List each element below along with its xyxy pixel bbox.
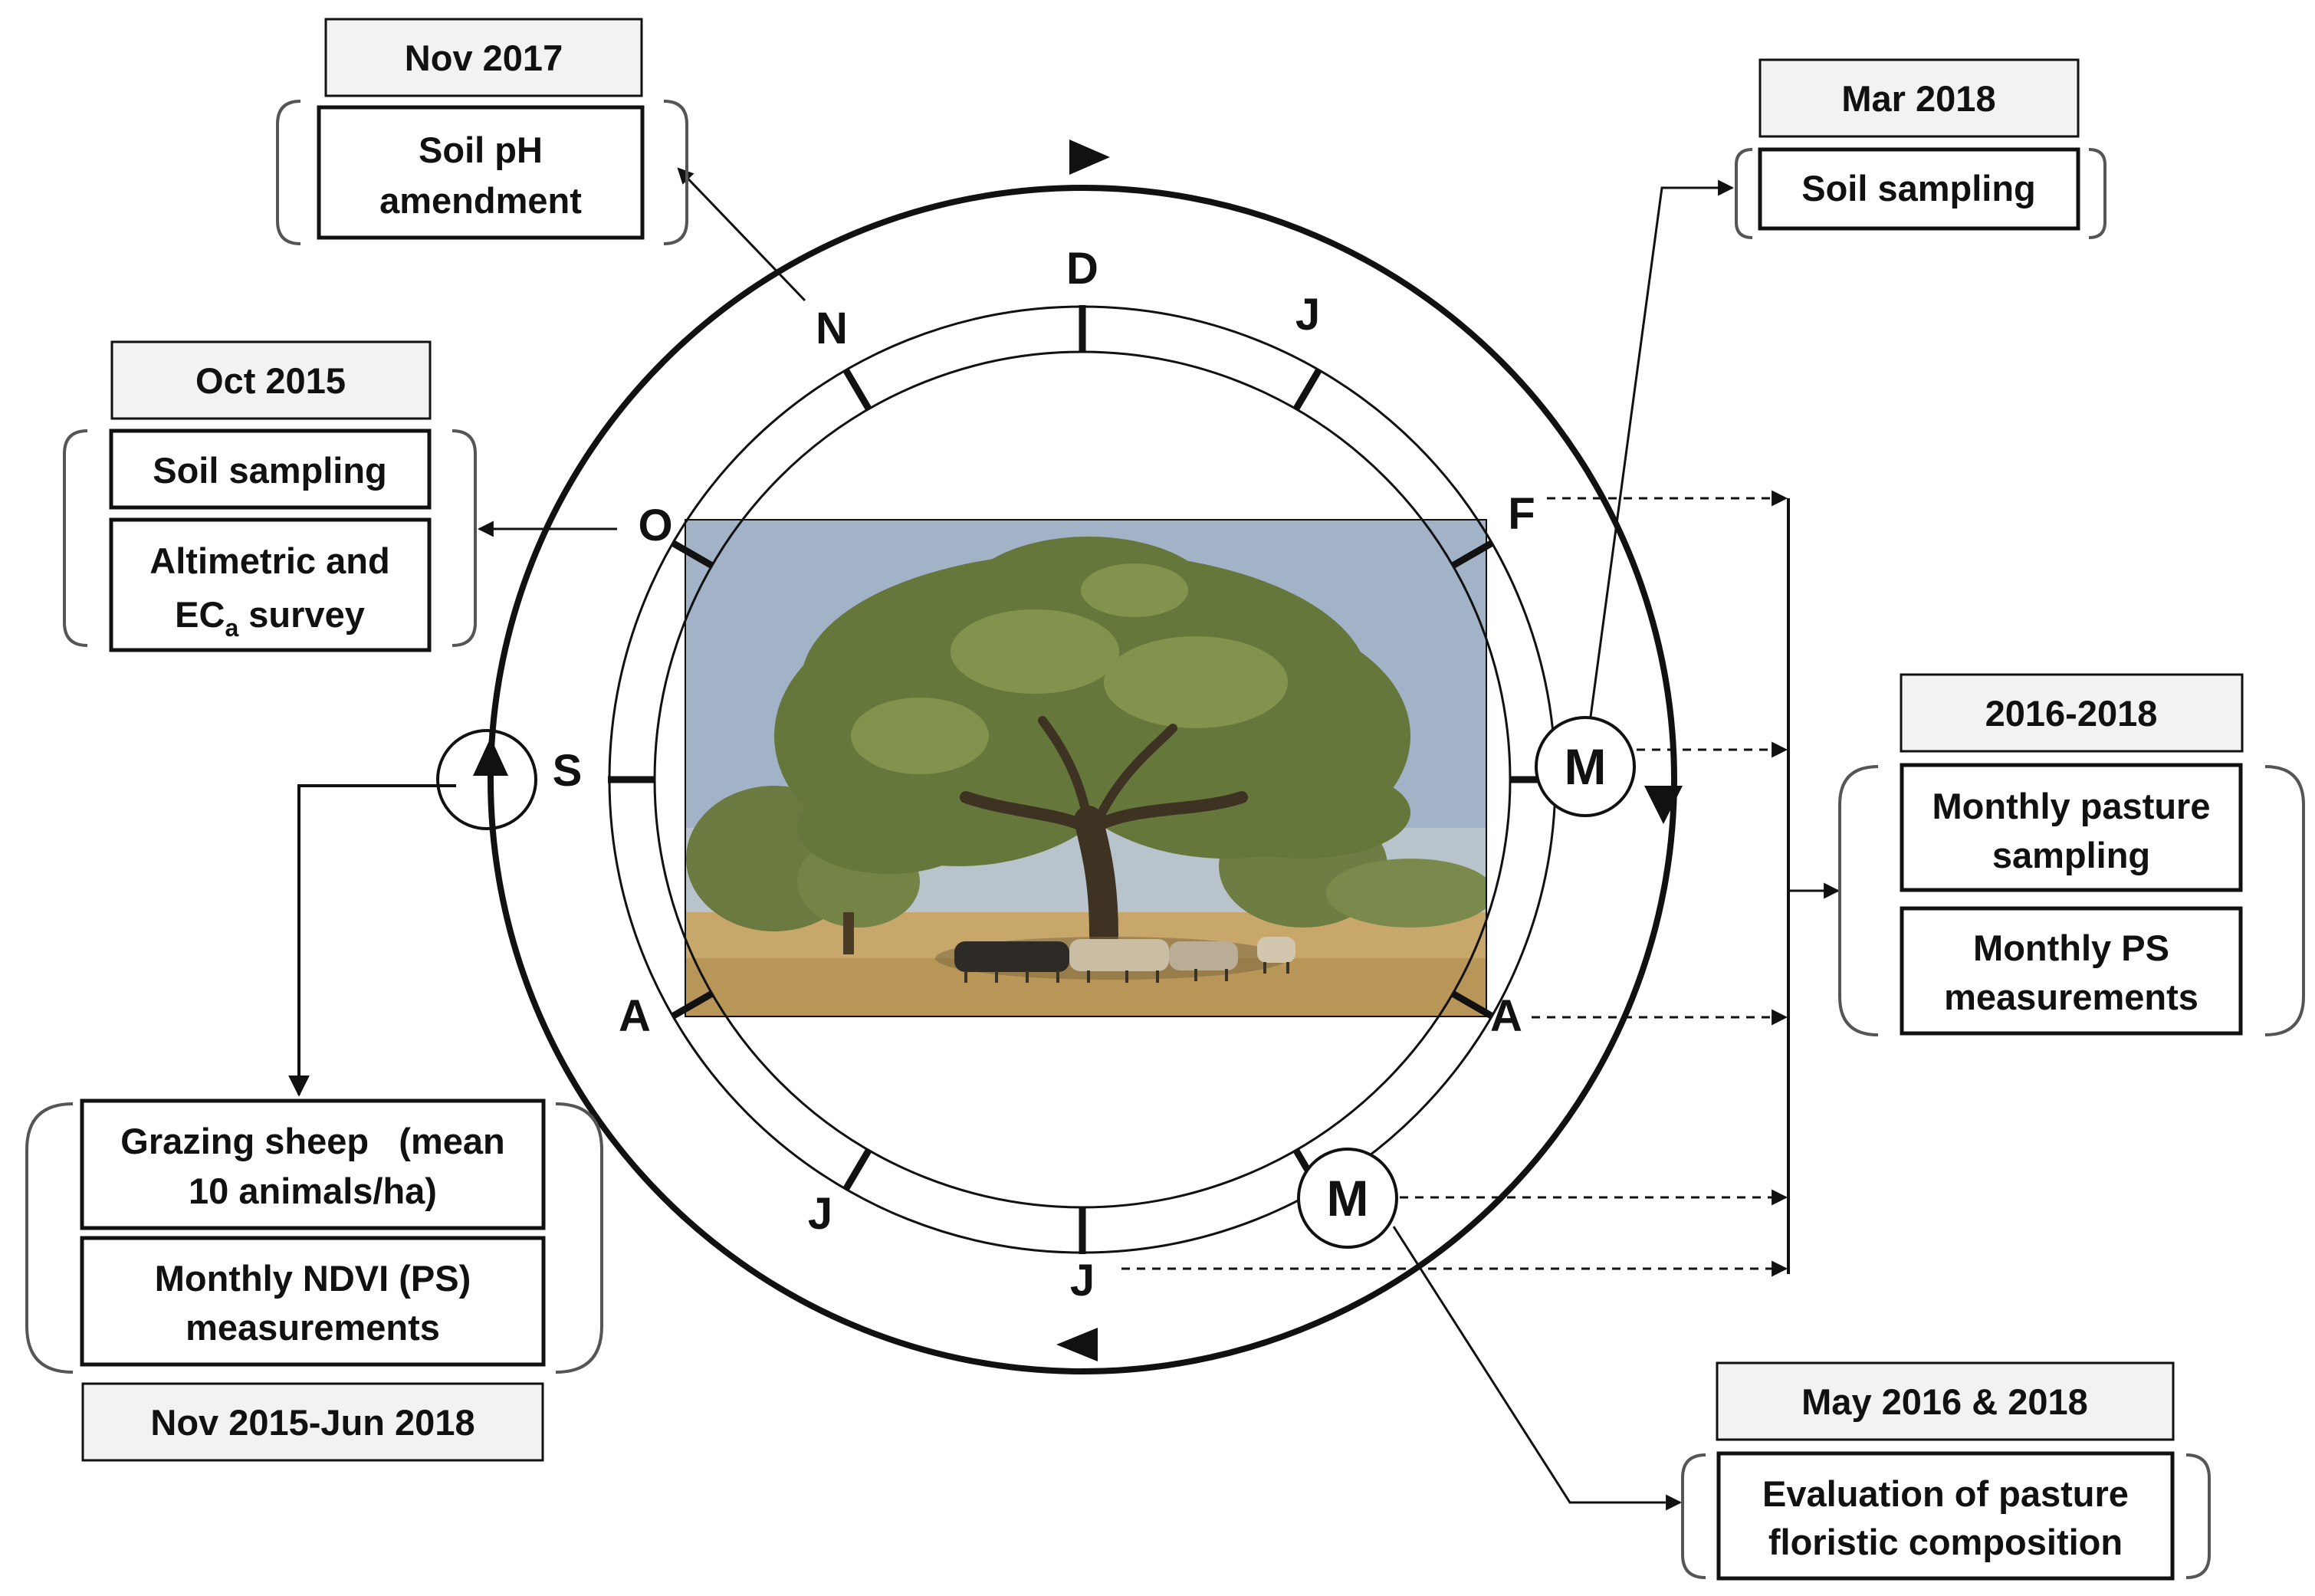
header-nov-2017 bbox=[324, 18, 643, 97]
month-label-december: D bbox=[1066, 244, 1098, 294]
arrow-head-left bbox=[473, 737, 508, 776]
footer-nov-2015-jun-2018-text: Nov 2015-Jun 2018 bbox=[150, 1402, 474, 1443]
box-group-2016-2018: 2016-2018 Monthly pasture sampling Month… bbox=[1838, 673, 2305, 1036]
right-bracket-mar-2018 bbox=[2088, 148, 2106, 239]
ps-measurements-line2: measurements bbox=[1944, 977, 2198, 1017]
box-soil-sampling-2015 bbox=[109, 429, 432, 510]
highlight-circle-march bbox=[1535, 716, 1636, 817]
month-label-april: A bbox=[1490, 991, 1522, 1041]
box-group-nov-2017: Nov 2017 Soil pH amendment bbox=[276, 18, 688, 245]
header-may-2016-2018 bbox=[1716, 1361, 2175, 1441]
box-floristic-composition bbox=[1716, 1451, 2175, 1581]
box-soil-sampling-2018 bbox=[1758, 147, 2080, 231]
month-label-june: J bbox=[1070, 1256, 1095, 1305]
month-tick-marks bbox=[608, 305, 1557, 1254]
box-monthly-ps-measurements bbox=[1900, 906, 2243, 1036]
header-mar-2018 bbox=[1758, 58, 2080, 138]
box-group-may: May 2016 & 2018 Evaluation of pasture fl… bbox=[1681, 1361, 2211, 1581]
header-2016-2018-text: 2016-2018 bbox=[1985, 693, 2158, 734]
header-may-2016-2018-text: May 2016 & 2018 bbox=[1801, 1381, 2088, 1422]
soil-sampling-2018-text: Soil sampling bbox=[1801, 168, 2036, 209]
ndvi-line2: measurements bbox=[186, 1307, 440, 1348]
month-label-august: A bbox=[619, 991, 651, 1041]
grazing-line1: Grazing sheep (mean bbox=[120, 1121, 504, 1161]
box-group-grazing: Grazing sheep (mean 10 animals/ha) Month… bbox=[25, 1098, 603, 1462]
header-2016-2018 bbox=[1900, 673, 2244, 753]
ps-measurements-line1: Monthly PS bbox=[1973, 928, 2169, 968]
header-mar-2018-text: Mar 2018 bbox=[1841, 78, 1995, 119]
soil-sampling-2015-text: Soil sampling bbox=[153, 450, 387, 491]
month-label-september: S bbox=[553, 746, 583, 796]
soil-ph-line2: amendment bbox=[379, 180, 582, 221]
header-nov-2017-text: Nov 2017 bbox=[405, 38, 563, 78]
soil-ph-line1: Soil pH bbox=[419, 130, 543, 170]
header-oct-2015-text: Oct 2015 bbox=[195, 360, 346, 401]
connector-september bbox=[288, 784, 456, 1097]
right-bracket-oct-2015 bbox=[452, 429, 477, 647]
floristic-line1: Evaluation of pasture bbox=[1762, 1473, 2129, 1514]
header-oct-2015 bbox=[110, 340, 432, 420]
box-group-mar-2018: Mar 2018 Soil sampling bbox=[1735, 58, 2106, 239]
ndvi-line1: Monthly NDVI (PS) bbox=[155, 1258, 471, 1299]
main-tree-trunk bbox=[960, 716, 1248, 950]
box-soil-ph-amendment bbox=[317, 105, 645, 240]
grazing-line2: 10 animals/ha) bbox=[189, 1171, 437, 1211]
pasture-sampling-line1: Monthly pasture bbox=[1932, 786, 2211, 826]
highlight-circle-september bbox=[436, 729, 537, 830]
arrow-head-right bbox=[1644, 786, 1683, 824]
right-bracket-nov-2017 bbox=[663, 100, 688, 245]
right-bracket-may bbox=[2185, 1453, 2211, 1579]
month-label-february: F bbox=[1508, 489, 1535, 539]
box-monthly-ndvi bbox=[80, 1236, 546, 1367]
footer-nov-2015-jun-2018 bbox=[81, 1382, 544, 1462]
arrow-head-bottom bbox=[1056, 1328, 1098, 1361]
highlight-circle-may bbox=[1297, 1148, 1398, 1249]
right-bracket-grazing bbox=[555, 1102, 603, 1374]
survey-word: survey bbox=[238, 594, 365, 635]
connector-march bbox=[1589, 179, 1735, 718]
box-grazing-sheep bbox=[80, 1098, 546, 1230]
box-monthly-pasture-sampling bbox=[1900, 763, 2243, 892]
altimetric-line2: ECa survey bbox=[175, 594, 365, 642]
month-label-march: M bbox=[1565, 738, 1607, 795]
canopy-highlights bbox=[851, 563, 1288, 774]
box-altimetric-eca-survey bbox=[109, 517, 432, 652]
connector-may-floristic bbox=[1392, 1226, 1683, 1511]
dashed-connectors-monthly bbox=[1121, 490, 1788, 1277]
background-trunk bbox=[843, 912, 854, 954]
outer-year-circle bbox=[488, 185, 1677, 1374]
connectors bbox=[288, 167, 1841, 1511]
left-bracket-nov-2017 bbox=[276, 100, 301, 245]
month-label-may: M bbox=[1327, 1170, 1369, 1227]
month-label-january: J bbox=[1295, 290, 1320, 340]
eca-subscript: a bbox=[225, 614, 238, 642]
month-label-october: O bbox=[638, 501, 672, 550]
connector-november bbox=[677, 167, 806, 302]
eca-symbol: EC bbox=[175, 594, 225, 635]
month-label-july: J bbox=[808, 1189, 832, 1239]
box-group-oct-2015: Oct 2015 Soil sampling Altimetric and EC… bbox=[63, 340, 477, 652]
oak-tree-photo bbox=[685, 519, 1487, 1017]
background-tree-right-2 bbox=[1326, 859, 1487, 928]
left-bracket-mar-2018 bbox=[1735, 148, 1753, 239]
left-bracket-may bbox=[1681, 1453, 1706, 1579]
month-label-november: N bbox=[816, 304, 848, 353]
sheep-flock bbox=[954, 937, 1295, 983]
right-bracket-2016-2018 bbox=[2264, 765, 2305, 1036]
month-labels: D J F M A M J J A S O N bbox=[553, 244, 1607, 1305]
floristic-line2: floristic composition bbox=[1768, 1522, 2123, 1562]
altimetric-line1: Altimetric and bbox=[149, 540, 389, 581]
pasture-sampling-line2: sampling bbox=[1992, 835, 2150, 875]
left-bracket-2016-2018 bbox=[1838, 765, 1879, 1036]
left-bracket-grazing bbox=[25, 1102, 74, 1374]
direction-arrows bbox=[473, 140, 1683, 1361]
arrow-head-top bbox=[1069, 140, 1110, 175]
left-bracket-oct-2015 bbox=[63, 429, 88, 647]
